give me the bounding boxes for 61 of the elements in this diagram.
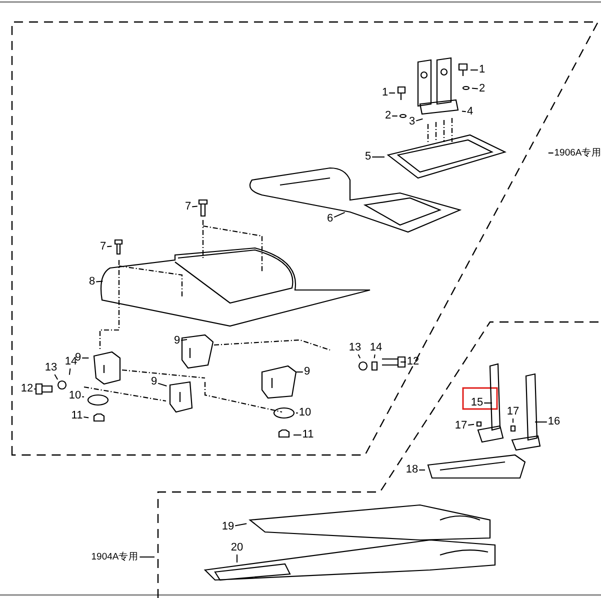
leader-line	[180, 339, 188, 341]
callout-number: 7	[184, 202, 192, 212]
callout-number: 9	[150, 376, 158, 388]
leader-line	[158, 382, 168, 386]
leader-line	[236, 554, 238, 563]
callout-number: 8	[88, 276, 96, 288]
leader-line	[139, 556, 155, 558]
upright-bar	[525, 373, 538, 441]
callout-number: 20	[230, 542, 244, 554]
callout-number: 5	[364, 152, 372, 162]
callout-number: 10	[68, 390, 82, 402]
callout-number: 9	[304, 366, 310, 378]
callout-number: 14	[64, 356, 78, 368]
callout-number: 16	[548, 416, 560, 428]
callout-number: 18	[406, 464, 418, 476]
callout-number: 11	[302, 430, 314, 440]
callout-number: 9	[174, 336, 180, 346]
leader-line	[68, 368, 71, 376]
leader-line	[484, 402, 492, 404]
leader-line	[374, 354, 376, 359]
leader-line	[548, 152, 554, 154]
callout-number: 13	[348, 342, 362, 354]
leader-line	[388, 92, 396, 94]
callout-number: 14	[370, 342, 382, 354]
callout-number: 1	[382, 88, 388, 98]
callout-number: 17	[454, 420, 468, 432]
leader-line	[106, 246, 112, 248]
leader-line	[96, 280, 104, 282]
leader-line	[296, 412, 298, 414]
leader-line	[468, 424, 474, 426]
callout-number: 12	[20, 384, 34, 394]
leader-line	[293, 434, 302, 436]
leader-line	[358, 354, 361, 359]
callout-number: 6	[326, 214, 334, 224]
model-label: 1906A专用	[554, 148, 601, 158]
leader-line	[83, 416, 90, 418]
callout-number: 4	[466, 106, 474, 118]
callout-number: 12	[406, 356, 420, 368]
leader-line	[472, 88, 478, 90]
callout-number: 2	[384, 110, 392, 122]
model-label: 1904A专用	[91, 552, 139, 562]
callout-number: 11	[71, 410, 83, 422]
callout-number: 7	[100, 242, 106, 252]
callout-number: 10	[298, 408, 312, 418]
callout-number: 19	[222, 522, 234, 532]
leader-line	[234, 523, 248, 526]
callout-number: 13	[44, 362, 58, 374]
leader-line	[512, 418, 514, 424]
leader-line	[82, 396, 84, 398]
callout-number: 1	[478, 64, 486, 76]
leader-line	[192, 206, 198, 208]
upright-bar	[489, 363, 501, 431]
callout-number: 17	[506, 406, 520, 418]
leader-line	[372, 156, 385, 158]
callout-number: 2	[478, 84, 486, 94]
leader-line	[54, 374, 58, 380]
callout-number: 3	[408, 116, 416, 128]
leader-line	[462, 110, 466, 112]
callout-number: 15	[470, 398, 484, 408]
leader-line	[416, 118, 424, 122]
leader-line	[334, 212, 346, 218]
